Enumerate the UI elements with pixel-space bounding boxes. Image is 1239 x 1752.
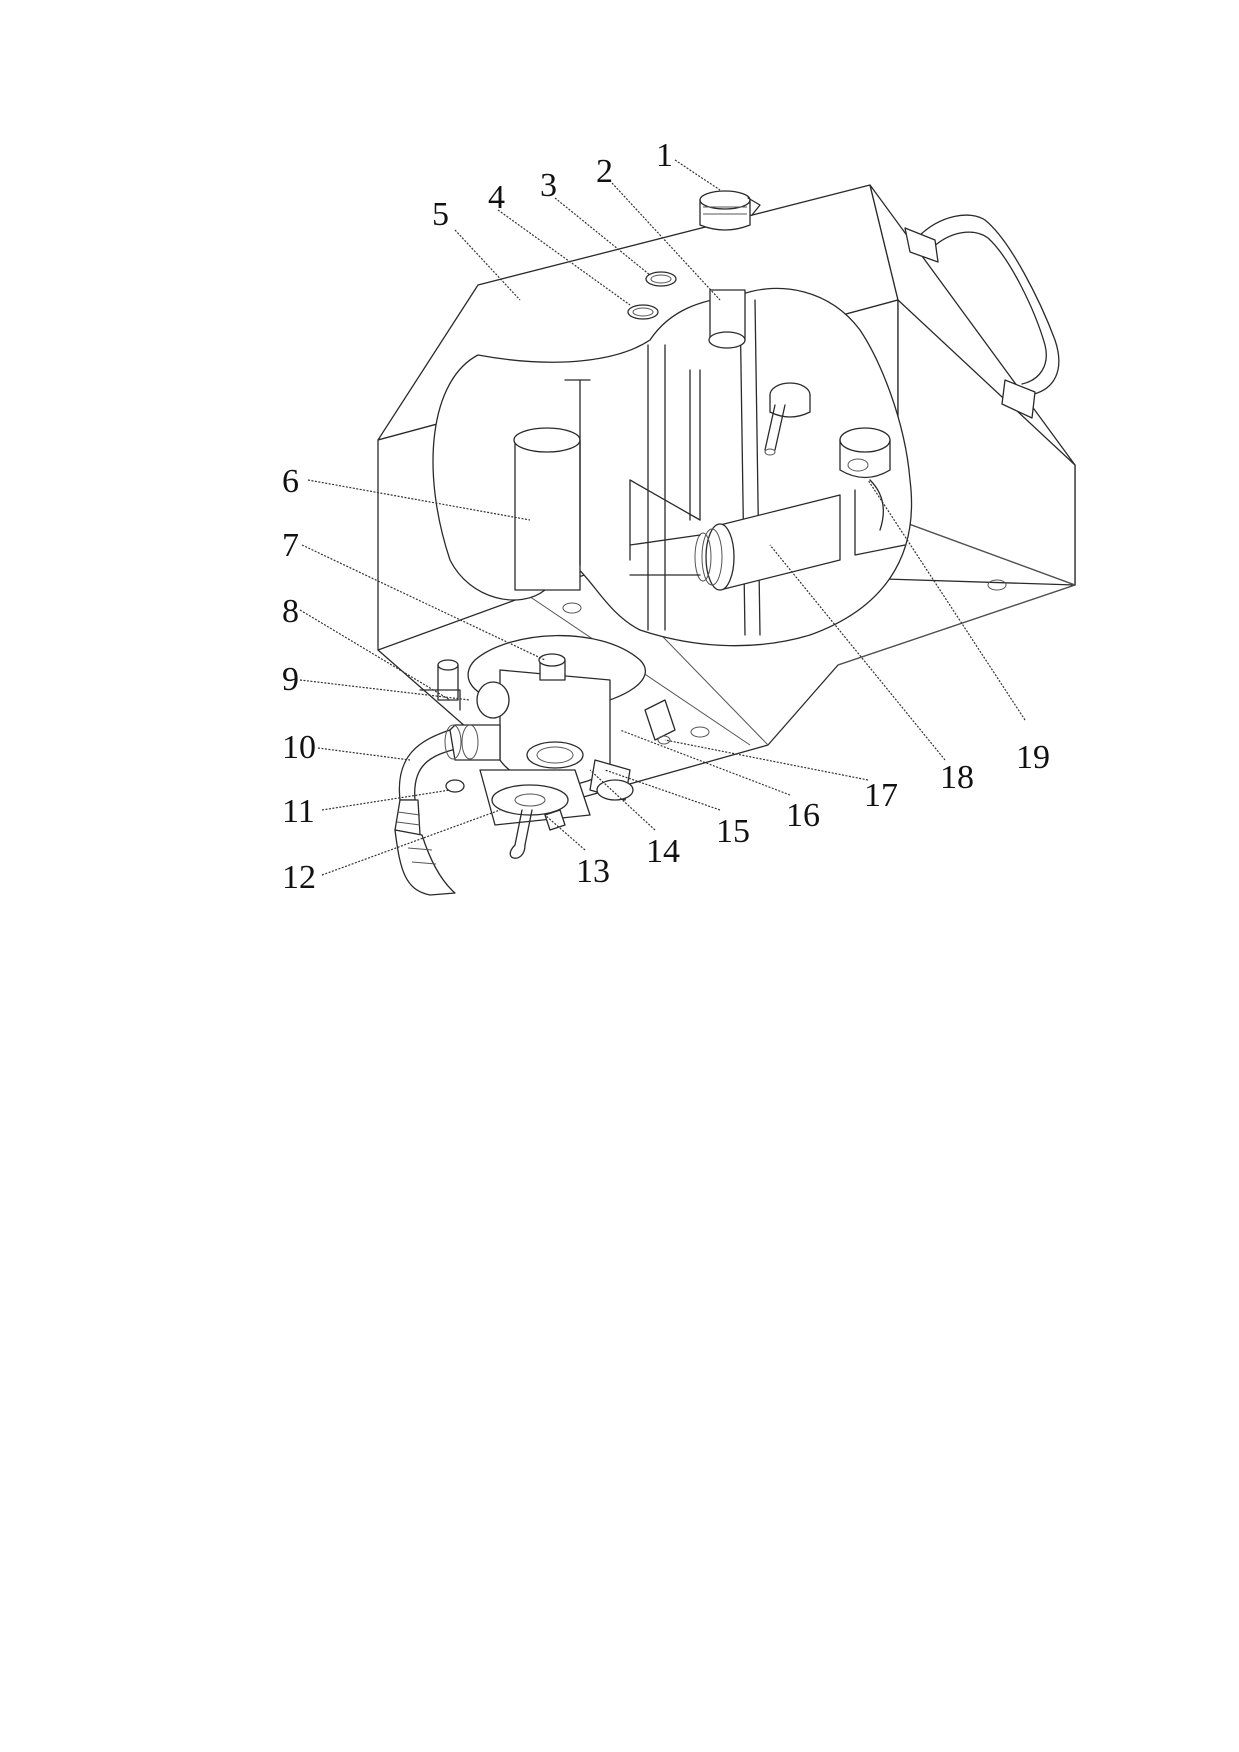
callout-10: 10	[282, 729, 316, 766]
tank-handle	[904, 214, 1060, 419]
callout-8: 8	[282, 593, 299, 630]
callout-3: 3	[540, 167, 557, 204]
callout-labels: 1 2 3 4 5 6 7 8 9 10 11 12 13 14 15 16 1…	[282, 137, 1050, 896]
leader-15	[604, 769, 721, 811]
callout-15: 15	[716, 813, 750, 850]
leader-10	[317, 747, 411, 761]
callout-6: 6	[282, 463, 299, 500]
pump-assembly	[394, 634, 676, 896]
leader-14	[589, 769, 656, 831]
leader-lines	[299, 159, 1026, 876]
callout-5: 5	[432, 196, 449, 233]
vent-fitting	[764, 382, 811, 456]
leader-11	[321, 789, 451, 811]
filler-cap	[699, 190, 761, 231]
callout-12: 12	[282, 859, 316, 896]
leader-16	[619, 729, 791, 796]
leader-4	[497, 209, 631, 306]
callout-4: 4	[488, 179, 505, 216]
callout-13: 13	[576, 853, 610, 890]
level-gauge	[629, 494, 841, 591]
leader-13	[544, 814, 586, 851]
leader-7	[301, 544, 546, 661]
leader-6	[307, 479, 531, 521]
callout-2: 2	[596, 153, 613, 190]
leader-8	[299, 609, 451, 701]
callout-11: 11	[282, 793, 315, 830]
leader-17	[664, 739, 869, 781]
callout-16: 16	[786, 797, 820, 834]
leader-5	[454, 229, 521, 301]
leader-18	[769, 544, 946, 761]
leader-19	[867, 479, 1026, 721]
leader-9	[299, 679, 471, 701]
callout-19: 19	[1016, 739, 1050, 776]
leader-1	[674, 159, 721, 191]
callout-7: 7	[282, 527, 299, 564]
callout-17: 17	[864, 777, 898, 814]
callout-1: 1	[656, 137, 673, 174]
port-3	[645, 271, 677, 287]
callout-9: 9	[282, 661, 299, 698]
side-fitting	[839, 427, 906, 556]
leader-3	[554, 197, 651, 276]
leader-12	[321, 809, 501, 876]
callout-18: 18	[940, 759, 974, 796]
port-4	[627, 304, 659, 320]
callout-14: 14	[646, 833, 680, 870]
